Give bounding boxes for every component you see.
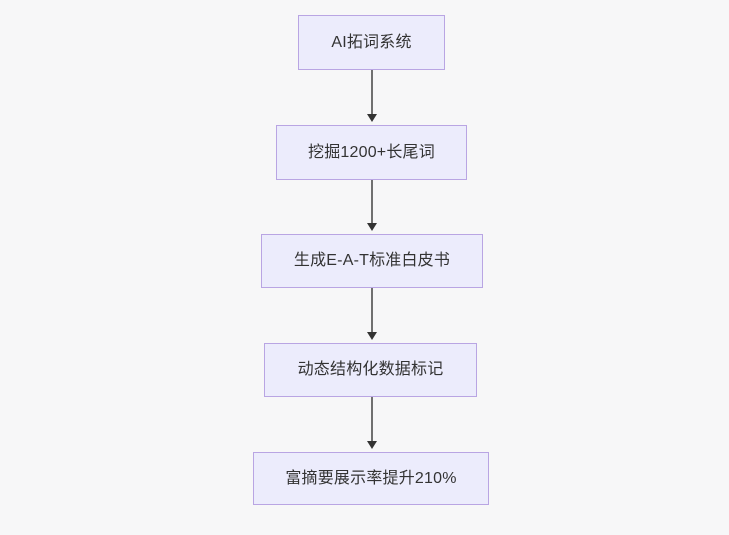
node-label: AI拓词系统: [331, 33, 412, 51]
edge-n4-n5-arrowhead: [367, 441, 377, 449]
edge-n1-n2-line: [371, 70, 373, 117]
edge-n1-n2-arrowhead: [367, 114, 377, 122]
flowchart-node-generate-eat-whitepaper[interactable]: 生成E-A-T标准白皮书: [261, 234, 483, 288]
node-label: 挖掘1200+长尾词: [308, 143, 435, 161]
edge-n2-n3-line: [371, 180, 373, 226]
node-label: 生成E-A-T标准白皮书: [293, 252, 451, 270]
flowchart-node-rich-snippet-impression-lift[interactable]: 富摘要展示率提升210%: [253, 452, 489, 505]
edge-n3-n4-arrowhead: [367, 332, 377, 340]
node-label: 动态结构化数据标记: [297, 361, 444, 379]
flowchart-node-dynamic-structured-data-markup[interactable]: 动态结构化数据标记: [264, 343, 477, 397]
node-label: 富摘要展示率提升210%: [285, 469, 457, 487]
edge-n4-n5-line: [371, 397, 373, 444]
edge-n2-n3-arrowhead: [367, 223, 377, 231]
flowchart-node-ai-keyword-system[interactable]: AI拓词系统: [298, 15, 445, 70]
edge-n3-n4-line: [371, 288, 373, 335]
flowchart-node-mine-longtail-keywords[interactable]: 挖掘1200+长尾词: [276, 125, 467, 180]
